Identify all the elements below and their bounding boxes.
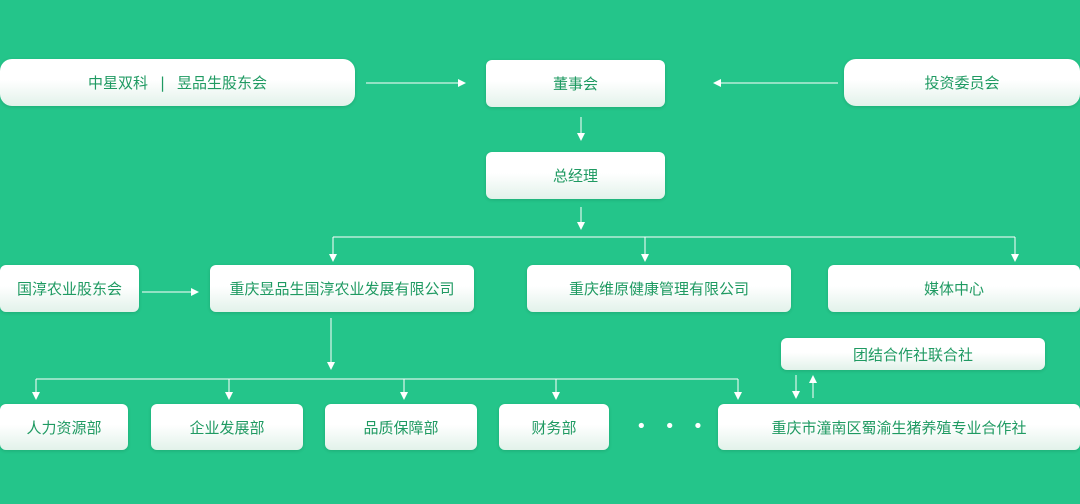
node-finance-dept: 财务部 [499,404,609,450]
node-shareholders-zxsk: 中星双科 | 昱品生股东会 [0,59,355,106]
node-shareholders-separator: | [159,73,166,92]
node-cq-weiyuan-health: 重庆维原健康管理有限公司 [527,265,791,312]
node-investment-committee: 投资委员会 [844,59,1080,106]
node-quality-assurance-dept: 品质保障部 [325,404,477,450]
node-shareholders-part1: 中星双科 [87,74,148,92]
node-cooperative-union: 团结合作社联合社 [781,338,1045,370]
node-general-manager: 总经理 [486,152,665,199]
node-enterprise-dev-dept: 企业发展部 [151,404,303,450]
node-cq-pig-cooperative: 重庆市潼南区蜀渝生猪养殖专业合作社 [718,404,1080,450]
ellipsis-more: • • • [636,416,710,437]
node-board: 董事会 [486,60,665,107]
node-cq-yupin-guochun: 重庆昱品生国淳农业发展有限公司 [210,265,474,312]
node-shareholders-part2: 昱品生股东会 [177,74,268,92]
node-media-center: 媒体中心 [828,265,1080,312]
node-hr-dept: 人力资源部 [0,404,128,450]
node-guochun-shareholders: 国淳农业股东会 [0,265,139,312]
